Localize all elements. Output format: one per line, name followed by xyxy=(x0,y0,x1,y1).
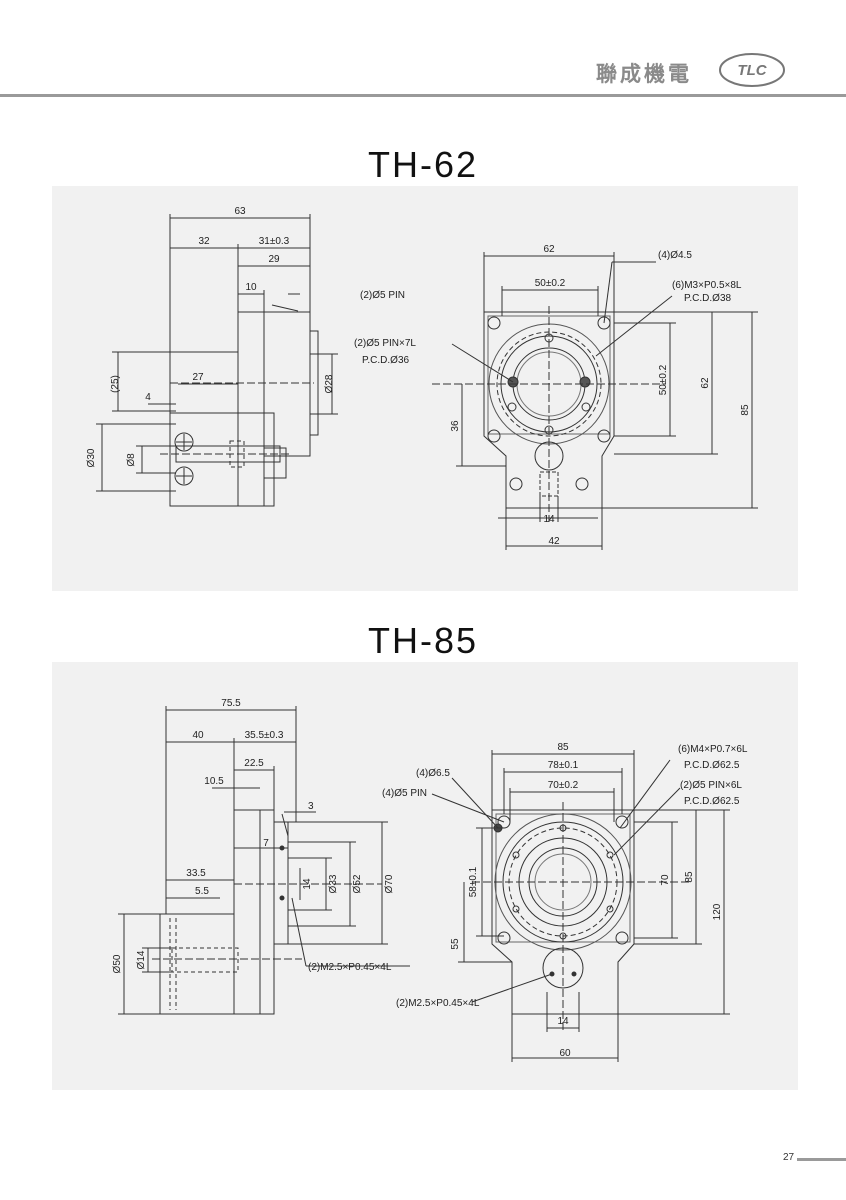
svg-text:(6)M4×P0.7×6L: (6)M4×P0.7×6L xyxy=(678,744,748,755)
svg-text:Ø28: Ø28 xyxy=(324,374,335,393)
svg-text:31±0.3: 31±0.3 xyxy=(259,236,290,247)
svg-text:42: 42 xyxy=(548,536,560,547)
svg-text:Ø8: Ø8 xyxy=(126,453,137,467)
company-logo: TLC xyxy=(719,53,785,87)
th62-side-labels: 63 32 31±0.3 29 10 (2)Ø5 PIN (25) 27 4 Ø… xyxy=(86,206,405,467)
svg-text:85: 85 xyxy=(557,742,569,753)
svg-text:(6)M3×P0.5×8L: (6)M3×P0.5×8L xyxy=(672,280,742,291)
svg-text:40: 40 xyxy=(192,730,204,741)
svg-text:(2)Ø5 PIN×7L: (2)Ø5 PIN×7L xyxy=(354,338,416,349)
th62-side-view xyxy=(96,214,338,507)
svg-text:(4)Ø5 PIN: (4)Ø5 PIN xyxy=(382,788,427,799)
svg-text:5.5: 5.5 xyxy=(195,886,209,897)
svg-text:Ø30: Ø30 xyxy=(86,448,97,467)
svg-text:27: 27 xyxy=(192,372,204,383)
svg-text:33.5: 33.5 xyxy=(186,868,206,879)
svg-text:P.C.D.Ø62.5: P.C.D.Ø62.5 xyxy=(684,760,740,771)
svg-text:Ø14: Ø14 xyxy=(136,950,147,969)
th62-front-labels: 62 (4)Ø4.5 50±0.2 (6)M3×P0.5×8L P.C.D.Ø3… xyxy=(354,244,751,547)
page-number: 27 xyxy=(783,1152,795,1163)
svg-text:10: 10 xyxy=(245,282,257,293)
footer-rule xyxy=(797,1158,846,1161)
svg-text:Ø33: Ø33 xyxy=(328,874,339,893)
svg-text:14: 14 xyxy=(557,1016,569,1027)
svg-text:Ø70: Ø70 xyxy=(384,874,395,893)
svg-text:62: 62 xyxy=(700,377,711,389)
th62-front-view xyxy=(432,252,758,550)
th85-front-labels: 85 (6)M4×P0.7×6L P.C.D.Ø62.5 (4)Ø6.5 78±… xyxy=(382,742,748,1059)
svg-text:32: 32 xyxy=(198,236,210,247)
svg-text:14: 14 xyxy=(302,878,313,890)
model-title-th62: TH-62 xyxy=(367,144,479,185)
svg-text:3: 3 xyxy=(308,801,314,812)
drawing-th62: 63 32 31±0.3 29 10 (2)Ø5 PIN (25) 27 4 Ø… xyxy=(52,186,798,591)
svg-text:55: 55 xyxy=(450,938,461,950)
svg-text:22.5: 22.5 xyxy=(244,758,264,769)
drawing-th85: 75.5 40 35.5±0.3 22.5 10.5 3 7 33.5 5.5 … xyxy=(52,662,798,1090)
svg-text:(2)M2.5×P0.45×4L: (2)M2.5×P0.45×4L xyxy=(308,962,392,973)
svg-text:4: 4 xyxy=(145,392,151,403)
svg-text:50±0.2: 50±0.2 xyxy=(535,278,566,289)
svg-text:70±0.2: 70±0.2 xyxy=(548,780,579,791)
brand-name: 聯成機電 xyxy=(596,62,692,86)
svg-text:(2)Ø5 PIN×6L: (2)Ø5 PIN×6L xyxy=(680,780,742,791)
svg-text:35.5±0.3: 35.5±0.3 xyxy=(245,730,284,741)
svg-text:(2)M2.5×P0.45×4L: (2)M2.5×P0.45×4L xyxy=(396,998,480,1009)
model-title-th85: TH-85 xyxy=(367,620,479,661)
header-rule xyxy=(0,94,846,97)
svg-text:70: 70 xyxy=(660,874,671,886)
svg-text:(25): (25) xyxy=(110,375,121,393)
svg-text:(2)Ø5 PIN: (2)Ø5 PIN xyxy=(360,290,405,301)
svg-text:10.5: 10.5 xyxy=(204,776,224,787)
svg-text:78±0.1: 78±0.1 xyxy=(548,760,579,771)
svg-text:62: 62 xyxy=(543,244,555,255)
svg-text:P.C.D.Ø36: P.C.D.Ø36 xyxy=(362,355,409,366)
svg-text:29: 29 xyxy=(268,254,280,265)
svg-text:60: 60 xyxy=(559,1048,571,1059)
svg-text:85: 85 xyxy=(684,871,695,883)
svg-text:P.C.D.Ø62.5: P.C.D.Ø62.5 xyxy=(684,796,740,807)
svg-text:58±0.1: 58±0.1 xyxy=(468,866,479,897)
svg-text:85: 85 xyxy=(740,404,751,416)
svg-text:75.5: 75.5 xyxy=(221,698,241,709)
svg-text:63: 63 xyxy=(234,206,246,217)
th85-front-view xyxy=(431,750,730,1062)
svg-text:36: 36 xyxy=(450,420,461,432)
th85-side-view xyxy=(118,706,410,1015)
svg-text:TLC: TLC xyxy=(737,62,767,79)
svg-text:(4)Ø6.5: (4)Ø6.5 xyxy=(416,768,450,779)
svg-text:Ø52: Ø52 xyxy=(352,874,363,893)
svg-text:120: 120 xyxy=(712,903,723,920)
svg-text:7: 7 xyxy=(263,838,269,849)
th85-side-labels: 75.5 40 35.5±0.3 22.5 10.5 3 7 33.5 5.5 … xyxy=(112,698,395,973)
svg-text:50±0.2: 50±0.2 xyxy=(658,364,669,395)
svg-text:14: 14 xyxy=(543,514,555,525)
svg-text:(4)Ø4.5: (4)Ø4.5 xyxy=(658,250,692,261)
svg-text:P.C.D.Ø38: P.C.D.Ø38 xyxy=(684,293,731,304)
svg-text:Ø50: Ø50 xyxy=(112,954,123,973)
